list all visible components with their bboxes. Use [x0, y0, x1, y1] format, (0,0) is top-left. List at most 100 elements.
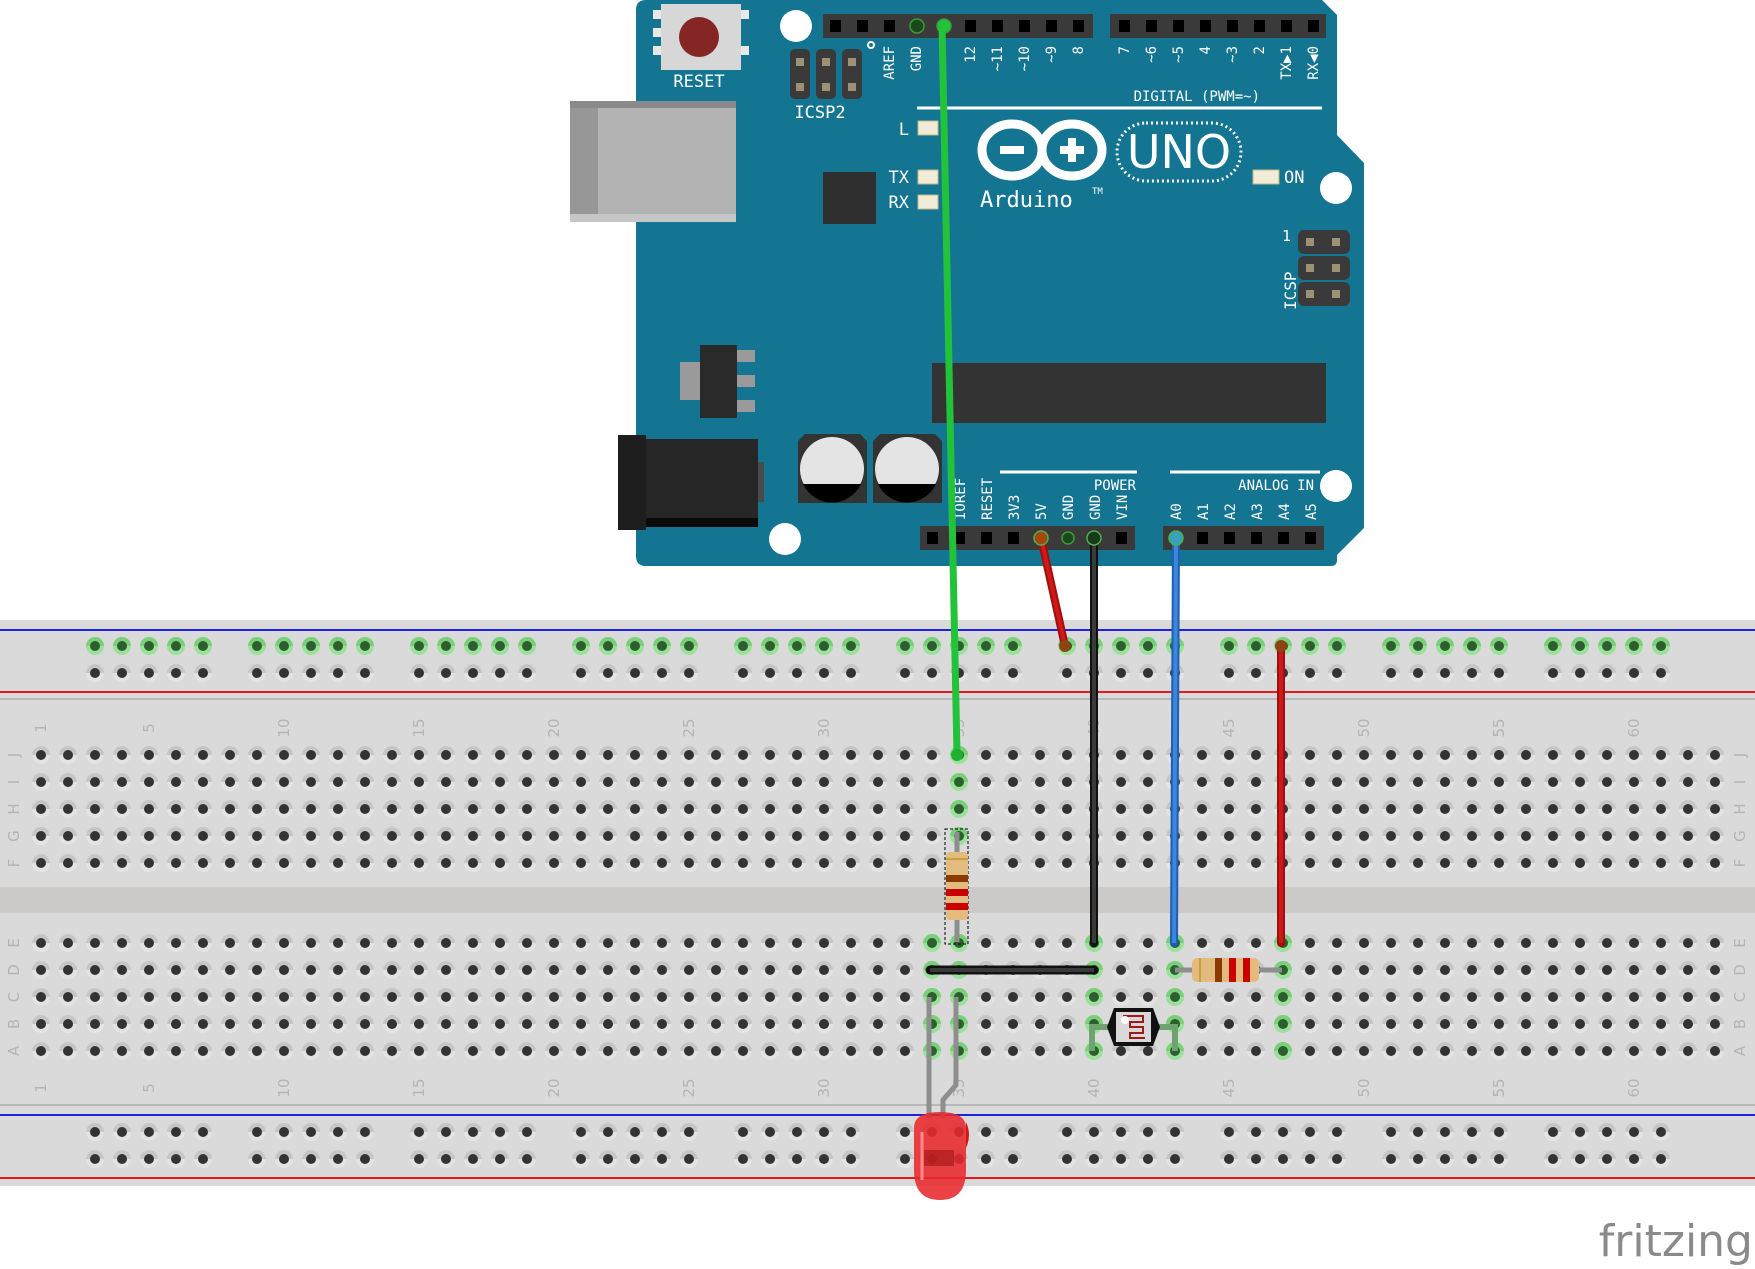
- hole-center: [1062, 804, 1072, 814]
- hole-center: [252, 992, 262, 1002]
- hole-center: [1440, 831, 1450, 841]
- header-pin[interactable]: [1173, 20, 1184, 32]
- hole-center: [900, 1046, 910, 1056]
- blue-wire-a0-core: [1172, 537, 1178, 944]
- hole-center: [36, 750, 46, 760]
- header-pin[interactable]: [1008, 532, 1019, 544]
- arduino-wordmark: Arduino: [980, 188, 1073, 213]
- hole-center: [1035, 938, 1045, 948]
- hole-center: [846, 1154, 856, 1164]
- hole-center: [1548, 938, 1558, 948]
- header-pin[interactable]: [884, 20, 895, 32]
- photoresistor[interactable]: [1089, 1008, 1178, 1051]
- header-pin[interactable]: [1200, 20, 1211, 32]
- resistor-led[interactable]: [944, 828, 969, 945]
- hole-center: [1305, 1154, 1315, 1164]
- hole-center: [1656, 938, 1666, 948]
- wire-end: [1086, 530, 1102, 546]
- hole-center: [1305, 777, 1315, 787]
- hole-center: [981, 831, 991, 841]
- hole-center: [765, 992, 775, 1002]
- hole-center: [414, 938, 424, 948]
- hole-center: [279, 1154, 289, 1164]
- hole-center: [1440, 777, 1450, 787]
- header-pin[interactable]: [965, 20, 976, 32]
- header-pin[interactable]: [857, 20, 868, 32]
- header-pin[interactable]: [1278, 532, 1289, 544]
- header-pin[interactable]: [954, 532, 965, 544]
- header-pin[interactable]: [1046, 20, 1057, 32]
- hole-center: [1143, 1127, 1153, 1137]
- hole-center: [360, 965, 370, 975]
- hole-center: [684, 1127, 694, 1137]
- reset-button[interactable]: [653, 4, 749, 70]
- hole-center: [1116, 965, 1126, 975]
- header-pin[interactable]: [1227, 20, 1238, 32]
- hole-center: [1008, 1046, 1018, 1056]
- hole-center: [1521, 992, 1531, 1002]
- hole-center: [495, 668, 505, 678]
- hole-center: [657, 965, 667, 975]
- hole-center: [1062, 858, 1072, 868]
- header-pin[interactable]: [830, 20, 841, 32]
- hole-center: [333, 804, 343, 814]
- header-pin[interactable]: [1019, 20, 1030, 32]
- hole-center: [630, 668, 640, 678]
- hole-center: [333, 1046, 343, 1056]
- header-pin[interactable]: [1305, 532, 1316, 544]
- header-pin[interactable]: [1146, 20, 1157, 32]
- hole-center: [1008, 777, 1018, 787]
- red-led[interactable]: [914, 1112, 969, 1200]
- header-pin[interactable]: [927, 532, 938, 544]
- hole-center: [630, 1127, 640, 1137]
- hole-center: [171, 965, 181, 975]
- hole-center: [468, 668, 478, 678]
- hole-center: [765, 938, 775, 948]
- header-pin[interactable]: [1251, 532, 1262, 544]
- hole-center: [1386, 804, 1396, 814]
- header-pin[interactable]: [1061, 531, 1075, 545]
- hole-center: [792, 1019, 802, 1029]
- header-pin[interactable]: [1224, 532, 1235, 544]
- hole-center: [198, 668, 208, 678]
- hole-center: [198, 777, 208, 787]
- hole-center: [1359, 965, 1369, 975]
- header-pin[interactable]: [1119, 20, 1130, 32]
- column-number: 5: [140, 1083, 158, 1093]
- trademark: TM: [1092, 187, 1103, 197]
- header-pin[interactable]: [1073, 20, 1084, 32]
- hole-center: [1656, 992, 1666, 1002]
- header-pin[interactable]: [992, 20, 1003, 32]
- hole-center: [1008, 831, 1018, 841]
- hole-center: [279, 1019, 289, 1029]
- header-pin[interactable]: [909, 18, 925, 34]
- header-pin[interactable]: [1308, 20, 1319, 32]
- hole-center: [792, 965, 802, 975]
- header-pin[interactable]: [1281, 20, 1292, 32]
- hole-center: [279, 1046, 289, 1056]
- hole-center: [1467, 1019, 1477, 1029]
- hole-center: [90, 668, 100, 678]
- hole-center: [1656, 1154, 1666, 1164]
- hole-center: [63, 777, 73, 787]
- row-letter: C: [5, 992, 23, 1002]
- header-pin[interactable]: [981, 532, 992, 544]
- hole-center: [144, 965, 154, 975]
- column-number: 55: [1490, 1078, 1508, 1097]
- hole-center: [1143, 777, 1153, 787]
- header-pin[interactable]: [1254, 20, 1265, 32]
- green-wire[interactable]: [938, 21, 961, 759]
- hole-center: [63, 831, 73, 841]
- hole-center: [117, 1154, 127, 1164]
- hole-center: [333, 992, 343, 1002]
- hole-center: [252, 1046, 262, 1056]
- header-pin[interactable]: [1197, 532, 1208, 544]
- usb-top-edge: [636, 101, 736, 108]
- hole-center: [1494, 641, 1504, 651]
- hole-center: [1440, 1019, 1450, 1029]
- hole-center: [306, 938, 316, 948]
- hole-center: [360, 804, 370, 814]
- header-pin[interactable]: [1116, 532, 1127, 544]
- resistor-ldr[interactable]: [1175, 958, 1282, 982]
- hole-center: [1548, 831, 1558, 841]
